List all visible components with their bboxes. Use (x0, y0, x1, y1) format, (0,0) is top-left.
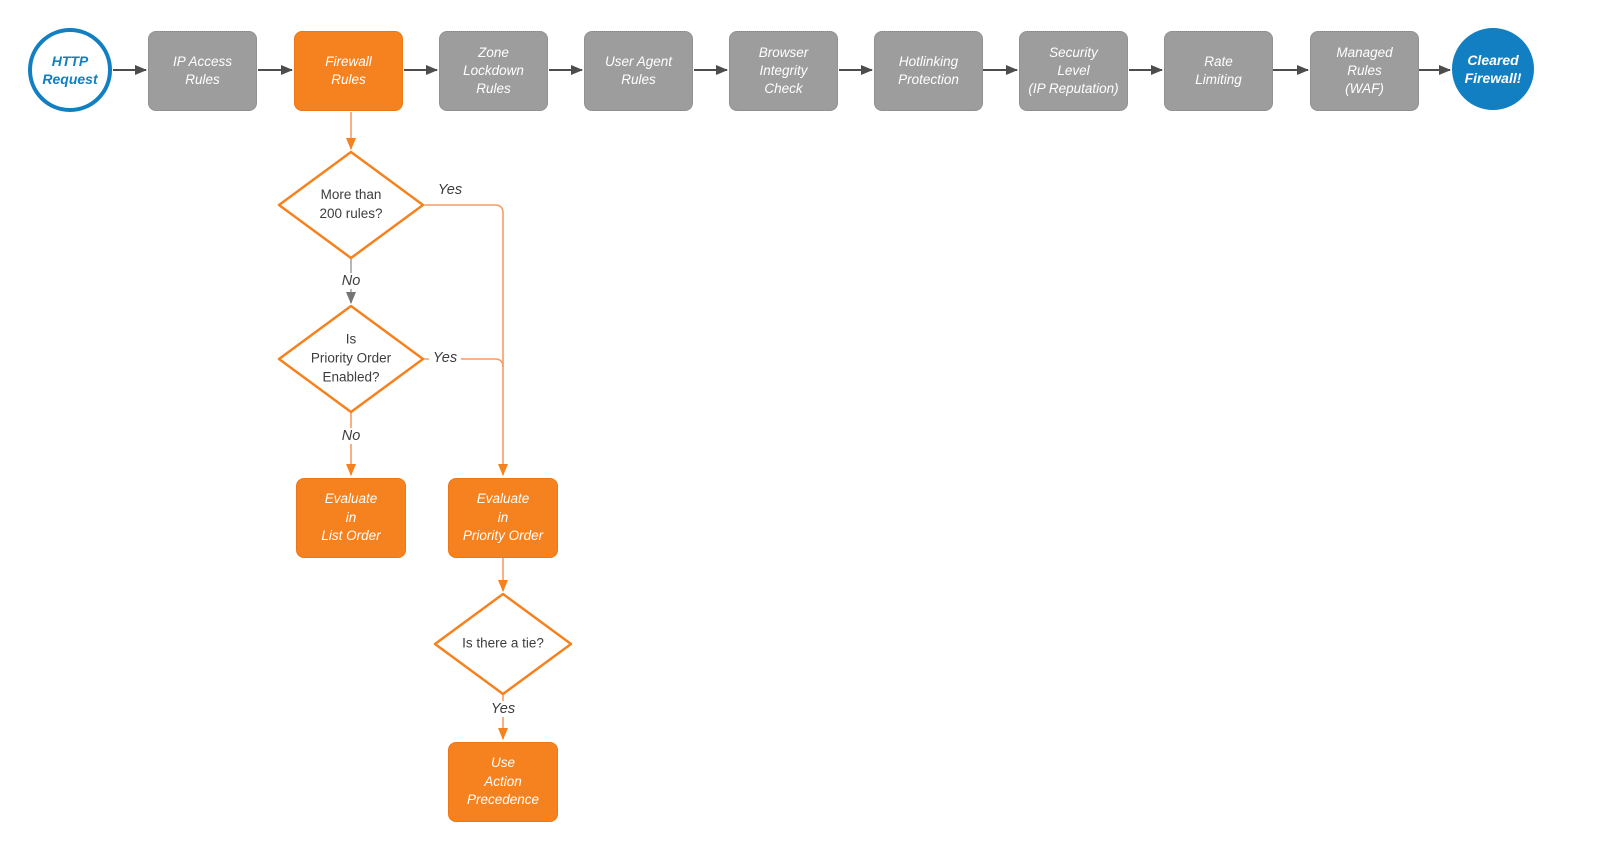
pipeline-step-rate-limiting: Rate Limiting (1164, 31, 1273, 111)
pipeline-step-ip-access-rules: IP Access Rules (148, 31, 257, 111)
pipeline-step-hotlinking-protection: Hotlinking Protection (874, 31, 983, 111)
pipeline-step-browser-integrity-check: Browser Integrity Check (729, 31, 838, 111)
pipeline-step-security-level: Security Level (IP Reputation) (1019, 31, 1128, 111)
decision-more-than-200-rules-shape (277, 150, 425, 260)
pipeline-step-zone-lockdown-rules: Zone Lockdown Rules (439, 31, 548, 111)
edge-label-decision1-yes: Yes (433, 182, 467, 198)
http-request-node: HTTP Request (28, 28, 112, 112)
edge-label-decision1-no: No (337, 273, 365, 289)
action-evaluate-priority-order: Evaluate in Priority Order (448, 478, 558, 558)
edge-label-decision2-yes: Yes (428, 350, 462, 366)
arrow-decision1-yes-to-priority (423, 204, 508, 476)
action-use-action-precedence: Use Action Precedence (448, 742, 558, 822)
arrow-decision2-yes-merge (423, 358, 504, 368)
edge-label-decision3-yes: Yes (486, 701, 520, 717)
decision-is-there-a-tie-shape (433, 592, 573, 696)
cleared-firewall-node: Cleared Firewall! (1452, 28, 1534, 110)
pipeline-step-managed-rules-waf: Managed Rules (WAF) (1310, 31, 1419, 111)
pipeline-step-user-agent-rules: User Agent Rules (584, 31, 693, 111)
decision-priority-order-enabled-shape (277, 304, 425, 414)
decision-priority-order-enabled-label: Is Priority Order Enabled? (310, 331, 392, 385)
pipeline-step-firewall-rules: Firewall Rules (294, 31, 403, 111)
decision-more-than-200-rules-label: More than 200 rules? (319, 187, 383, 221)
decision-is-there-a-tie-label: Is there a tie? (462, 635, 544, 651)
action-evaluate-list-order: Evaluate in List Order (296, 478, 406, 558)
edge-label-decision2-no: No (337, 428, 365, 444)
